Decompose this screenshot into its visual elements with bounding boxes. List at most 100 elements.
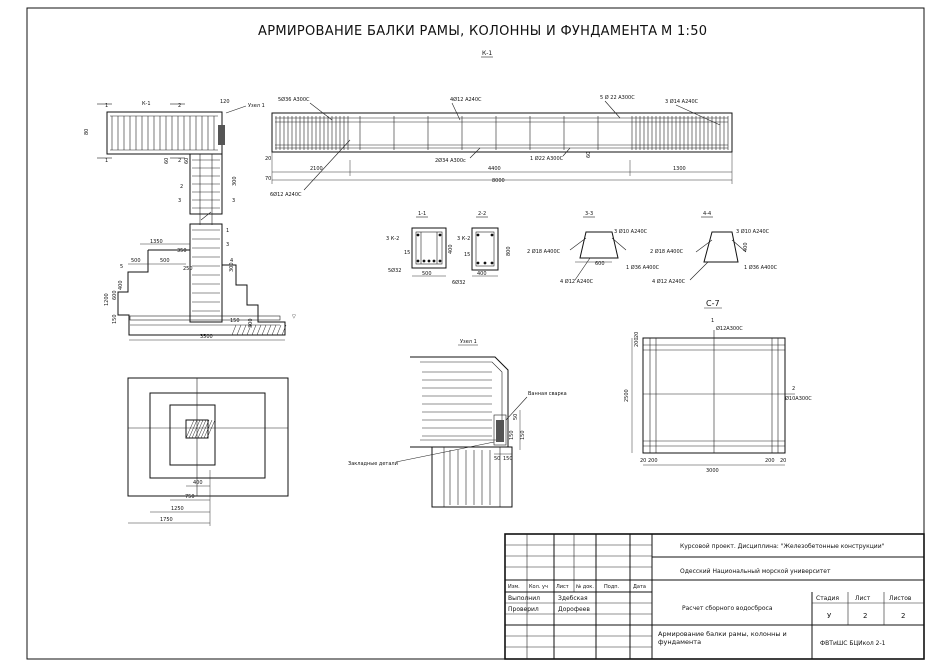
dim-label: 60 <box>164 158 170 164</box>
stamp-stadia-value: У <box>827 612 832 620</box>
svg-text:1: 1 <box>105 158 108 164</box>
section-label: 4 Ø12 А240С <box>652 278 686 285</box>
dim-label: 4400 <box>488 166 501 172</box>
node-column-stirrups <box>449 450 491 505</box>
svg-text:3: 3 <box>178 198 181 204</box>
dim-label: 2500 <box>624 389 630 402</box>
section-label: 2-2 <box>478 211 486 217</box>
dim-label: 50 <box>513 414 519 420</box>
dim-label: 1250 <box>171 506 184 512</box>
title-block: Курсовой проект. Дисциплина: "Железобето… <box>504 533 925 660</box>
dim-label: 400 <box>193 480 203 486</box>
dim-label: 500 <box>160 258 170 264</box>
dim-label: 20 <box>265 156 271 162</box>
column-stirrups-lower <box>192 229 220 312</box>
section-4-4: 4-4 3 Ø10 А240С 2 Ø18 А400С 1 Ø36 А400С … <box>650 211 778 285</box>
dim-label: 150 <box>230 318 240 324</box>
beam-rebar-label: 6Ø12 А240С <box>270 191 302 198</box>
dim-label: 200 <box>648 458 658 464</box>
dim-label: 500 <box>422 271 432 277</box>
dim-label: 1350 <box>150 239 163 245</box>
beam-rebar-label: 1 Ø22 А300С <box>530 155 564 162</box>
dim-label: 750 <box>185 494 195 500</box>
dim-label: 400 <box>477 271 487 277</box>
dim-label: 300 <box>232 176 238 186</box>
node-weld-label: Ванная сварка <box>528 391 567 397</box>
dim-label: 15 <box>404 250 410 256</box>
node-stirrups <box>422 371 492 437</box>
beam-stirrups-right <box>631 116 729 150</box>
stamp-proveril-name: Дорофеев <box>558 606 590 613</box>
dim-label: 250 <box>183 266 193 272</box>
column-k1-label: К-1 <box>142 101 151 107</box>
beam-rebar-label: 4Ø12 А240С <box>450 96 482 103</box>
section-3-3: 3-3 3 Ø10 А240С 2 Ø18 А400С 1 Ø36 А400С … <box>527 211 660 285</box>
section-label: 2 Ø18 А400С <box>527 248 561 255</box>
slab-rebar-label: Ø12А300С <box>716 325 743 332</box>
drawing-title: АРМИРОВАНИЕ БАЛКИ РАМЫ, КОЛОННЫ И ФУНДАМ… <box>258 24 657 39</box>
beam-rebar-label: 2Ø34 А300с <box>435 157 466 164</box>
dim-label: 300 <box>248 318 254 328</box>
stamp-listov-value: 2 <box>901 612 905 620</box>
stamp-code: ФВТиШС БЦИкол 2-1 <box>820 640 886 647</box>
stamp-izm: Изм. <box>508 584 520 590</box>
dim-label: 1300 <box>673 166 686 172</box>
stamp-project: Расчет сборного водосброса <box>682 605 773 612</box>
beam-rebar-label: 3 Ø14 А240С <box>665 98 699 105</box>
node-label: Узел 1 <box>460 339 477 345</box>
dim-label: 600 <box>595 261 605 267</box>
stamp-kol: Кол. уч <box>529 584 548 590</box>
slab-rebar-label: Ø10А300С <box>785 395 812 402</box>
stamp-ndok: № док. <box>576 584 594 590</box>
column-elevation: К-1 Узел 1 120 80 1 1 2 2 60 60 300 2 1 … <box>84 99 296 341</box>
section-1-1: 1-1 3 К-2 5Ø32 500 400 15 <box>386 211 454 277</box>
dim-label: 200 <box>765 458 775 464</box>
svg-text:4: 4 <box>230 258 233 264</box>
dim-label: 20 <box>780 458 786 464</box>
dim-label: 150 <box>112 314 118 324</box>
dim-label: 500 <box>131 258 141 264</box>
node-embed-label: Закладные детали <box>348 461 398 467</box>
stamp-university: Одесский Национальный морской университе… <box>680 568 831 575</box>
dim-label: 150 <box>503 456 513 462</box>
dim-label: 1750 <box>160 517 173 523</box>
stamp-proveril: Проверил <box>508 606 539 613</box>
stamp-podp: Подп. <box>604 584 620 590</box>
beam-label: К-1 <box>482 50 492 57</box>
level-marker: ▽ <box>292 314 296 320</box>
foundation-plan: 400 750 1250 1750 <box>127 377 289 526</box>
stamp-stadia: Стадия <box>816 595 839 602</box>
dim-label: 200 <box>634 337 640 347</box>
column-beam-stirrups <box>111 116 215 150</box>
dim-label: 400 <box>118 280 124 290</box>
dim-label: 20 <box>640 458 646 464</box>
stamp-vypolnil: Выполнил <box>508 595 540 602</box>
dim-label: 350 <box>177 248 187 254</box>
dim-label: 150 <box>509 430 515 440</box>
beam-rebar-label: 5 Ø 22 А300С <box>600 94 635 101</box>
dim-label: 400 <box>448 244 454 254</box>
section-label: 2 Ø18 А400С <box>650 248 684 255</box>
section-label: 5Ø32 <box>388 267 401 274</box>
dim-label: 400 <box>743 242 749 252</box>
dim-label: 3000 <box>706 468 719 474</box>
section-label: 3 К-2 <box>386 236 399 242</box>
svg-text:2: 2 <box>178 103 181 109</box>
svg-text:1: 1 <box>226 228 229 234</box>
svg-text:2: 2 <box>180 184 183 190</box>
node-1-detail: Узел 1 Ванная сварка Закладные детали 50… <box>348 339 567 508</box>
section-label: 4 Ø12 А240С <box>560 278 594 285</box>
slab-label: С-7 <box>706 299 720 308</box>
dim-label: 2100 <box>310 166 323 172</box>
svg-text:1: 1 <box>105 103 108 109</box>
stamp-list-value: 2 <box>863 612 867 620</box>
svg-text:2: 2 <box>178 158 181 164</box>
section-label: 3-3 <box>585 211 593 217</box>
dim-label: 600 <box>112 290 118 300</box>
dim-label: 3500 <box>200 334 213 340</box>
slab-mark: 2 <box>792 386 795 392</box>
section-2-2: 2-2 3 К-2 6Ø32 400 800 15 <box>452 211 512 286</box>
column-node-label: Узел 1 <box>248 103 265 109</box>
